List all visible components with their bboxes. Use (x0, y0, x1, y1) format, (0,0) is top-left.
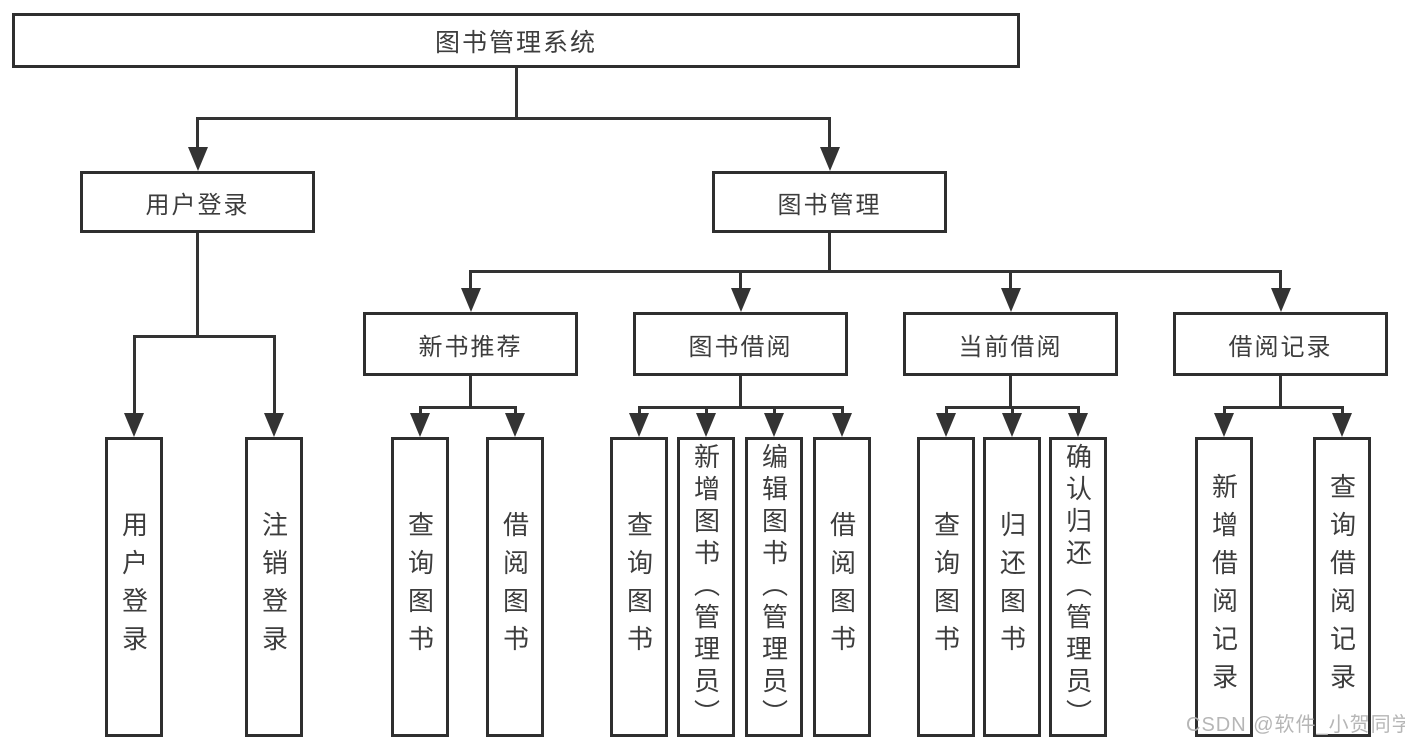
node-label: 确认归还（管理员） (1062, 443, 1093, 731)
edge-child-stem (828, 118, 831, 151)
arrow-down-icon (505, 413, 525, 437)
node-new-book-recommend: 新书推荐 (363, 312, 578, 376)
edge-child-stem (1010, 407, 1014, 417)
edge-branch (196, 116, 831, 120)
edge-child-stem (739, 271, 742, 292)
edge-child-stem (196, 118, 199, 151)
node-query-borrow-record: 查询借阅记录 (1313, 437, 1371, 737)
node-borrow-books: 借阅图书 (813, 437, 871, 737)
edge-child-stem (132, 336, 136, 417)
arrow-down-icon (1214, 413, 1234, 437)
node-label: 查询图书 (623, 511, 654, 663)
node-library-management-system: 图书管理系统 (12, 13, 1020, 68)
edge-branch (469, 269, 1282, 273)
arrow-down-icon (460, 288, 481, 312)
arrow-down-icon (764, 413, 784, 437)
node-label: 查询图书 (404, 511, 435, 663)
edge-stem (514, 68, 518, 118)
edge-branch (132, 334, 276, 338)
node-query-books: 查询图书 (610, 437, 668, 737)
node-label: 借阅记录 (1228, 333, 1333, 361)
node-label: 注销登录 (258, 511, 289, 663)
node-label: 归还图书 (996, 511, 1027, 663)
node-label: 用户登录 (118, 511, 149, 663)
node-query-books: 查询图书 (917, 437, 975, 737)
edge-branch (418, 405, 517, 409)
edge-stem (828, 233, 831, 271)
arrow-down-icon (832, 413, 852, 437)
edge-child-stem (840, 407, 844, 417)
arrow-down-icon (629, 413, 649, 437)
arrow-down-icon (730, 288, 751, 312)
node-label: 编辑图书（管理员） (758, 443, 789, 731)
edge-stem (1009, 376, 1012, 407)
arrow-down-icon (696, 413, 716, 437)
arrow-down-icon (1000, 288, 1021, 312)
edge-child-stem (513, 407, 517, 417)
node-label: 查询借阅记录 (1326, 473, 1357, 701)
node-label: 借阅图书 (826, 511, 857, 663)
node-label: 新书推荐 (418, 333, 523, 361)
edge-stem (739, 376, 742, 407)
watermark: CSDN @软件_小贺同学 (1186, 714, 1405, 736)
edge-stem (469, 376, 472, 407)
edge-branch (1222, 405, 1344, 409)
node-label: 图书借阅 (688, 333, 793, 361)
edge-stem (196, 233, 199, 336)
arrow-down-icon (1332, 413, 1352, 437)
node-user-login: 用户登录 (80, 171, 315, 233)
edge-child-stem (1340, 407, 1344, 417)
edge-child-stem (704, 407, 708, 417)
edge-child-stem (1279, 271, 1282, 292)
arrow-down-icon (936, 413, 956, 437)
node-label: 新增图书（管理员） (690, 443, 721, 731)
node-return-books: 归还图书 (983, 437, 1041, 737)
node-add-borrow-record: 新增借阅记录 (1195, 437, 1253, 737)
edge-stem (1279, 376, 1282, 407)
node-borrowing-records: 借阅记录 (1173, 312, 1388, 376)
node-label: 图书管理 (777, 191, 882, 219)
edge-branch (637, 405, 844, 409)
arrow-down-icon (1002, 413, 1022, 437)
arrow-down-icon (819, 147, 840, 171)
node-borrow-books: 借阅图书 (486, 437, 544, 737)
node-label: 新增借阅记录 (1208, 473, 1239, 701)
node-label: 用户登录 (145, 191, 250, 219)
arrow-down-icon (1270, 288, 1291, 312)
edge-child-stem (944, 407, 948, 417)
arrow-down-icon (1068, 413, 1088, 437)
edge-child-stem (272, 336, 276, 417)
arrow-down-icon (124, 413, 144, 437)
node-add-books-admin: 新增图书（管理员） (677, 437, 735, 737)
node-current-borrowing: 当前借阅 (903, 312, 1118, 376)
node-label: 当前借阅 (958, 333, 1063, 361)
arrow-down-icon (410, 413, 430, 437)
edge-child-stem (469, 271, 472, 292)
edge-child-stem (1222, 407, 1226, 417)
edge-child-stem (418, 407, 422, 417)
node-label: 查询图书 (930, 511, 961, 663)
node-label: 图书管理系统 (434, 28, 597, 57)
node-confirm-return-admin: 确认归还（管理员） (1049, 437, 1107, 737)
edge-child-stem (637, 407, 641, 417)
arrow-down-icon (264, 413, 284, 437)
node-query-books: 查询图书 (391, 437, 449, 737)
node-label: 借阅图书 (499, 511, 530, 663)
node-edit-books-admin: 编辑图书（管理员） (745, 437, 803, 737)
edge-child-stem (1009, 271, 1012, 292)
edge-child-stem (1076, 407, 1080, 417)
node-logout-action: 注销登录 (245, 437, 303, 737)
node-book-management: 图书管理 (712, 171, 947, 233)
arrow-down-icon (187, 147, 208, 171)
node-book-borrowing: 图书借阅 (633, 312, 848, 376)
edge-child-stem (772, 407, 776, 417)
node-user-login-action: 用户登录 (105, 437, 163, 737)
